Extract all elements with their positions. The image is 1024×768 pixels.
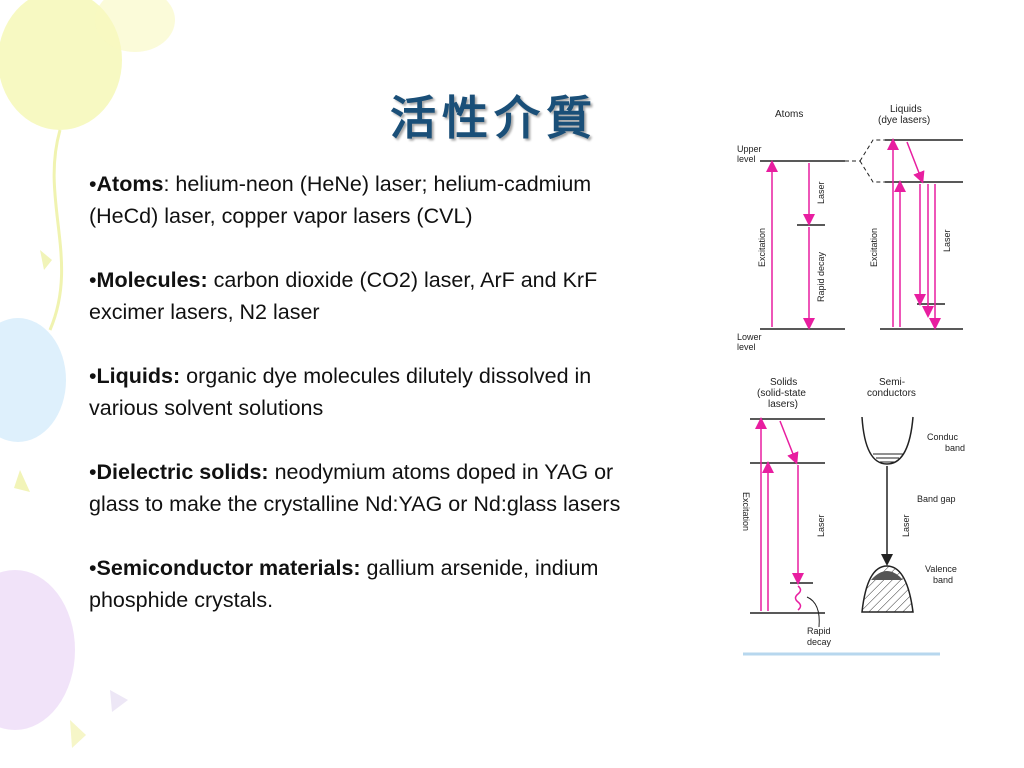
valence-label-2: band	[933, 575, 953, 585]
confetti-1	[40, 250, 52, 270]
atoms-decay-label: Rapid decay	[816, 251, 826, 302]
bullet-label: Atoms	[96, 172, 164, 196]
bullet-text: neodymium atoms doped in YAG or glass to…	[89, 460, 621, 516]
bullet-label: Liquids:	[96, 364, 181, 388]
bullet-list: •Atoms: helium-neon (HeNe) laser; helium…	[89, 168, 649, 648]
bullet-marker: •	[89, 556, 97, 580]
atoms-lower-label-2: level	[737, 342, 756, 352]
balloon-yellow-2	[95, 0, 175, 52]
semi-title-1: Semi-	[879, 377, 905, 388]
bullet-text: gallium arsenide, indium phosphide cryst…	[89, 556, 599, 612]
bullet-text: helium-neon (HeNe) laser; helium-cadmium…	[89, 172, 592, 228]
liquids-panel: Liquids (dye lasers) Excitation Laser	[859, 104, 963, 330]
atoms-upper-label-1: Upper	[737, 144, 762, 154]
balloon-yellow	[0, 0, 122, 130]
semi-title-2: conductors	[867, 388, 916, 399]
bullet-marker: •	[89, 364, 97, 388]
bullet-separator: :	[163, 172, 170, 196]
liquids-title-2: (dye lasers)	[878, 115, 930, 126]
solids-laser-label: Laser	[816, 514, 826, 537]
liquids-relax-arrow	[906, 141, 925, 184]
conduction-band-curve	[861, 416, 914, 465]
liquids-title-1: Liquids	[890, 104, 922, 115]
balloon-string	[48, 129, 64, 331]
bullet-marker: •	[89, 268, 97, 292]
atoms-laser-label: Laser	[816, 181, 826, 204]
solids-rapid-label-1: Rapid	[807, 626, 831, 636]
solids-relax-arrow	[779, 420, 799, 465]
confetti-2	[70, 720, 86, 748]
bullet-item: •Atoms: helium-neon (HeNe) laser; helium…	[89, 168, 649, 232]
bullet-item: •Liquids: organic dye molecules dilutely…	[89, 360, 649, 424]
conduction-label-1: Conduc	[927, 432, 959, 442]
bullet-marker: •	[89, 172, 97, 196]
liquids-dashed-funnel-2	[859, 160, 885, 183]
solids-decay-wiggle	[794, 585, 802, 611]
valence-label-1: Valence	[925, 564, 957, 574]
balloon-purple	[0, 570, 75, 730]
solids-title-2: (solid-state	[757, 388, 806, 399]
slide-title: 活性介質	[390, 91, 598, 145]
atoms-excitation-label: Excitation	[757, 228, 767, 267]
confetti-4	[110, 690, 128, 712]
bullet-text: carbon dioxide (CO2) laser, ArF and KrF …	[89, 268, 598, 324]
bullet-item: •Dielectric solids: neodymium atoms dope…	[89, 456, 649, 520]
atoms-lower-label-1: Lower	[737, 332, 762, 342]
valence-band-cap	[871, 571, 903, 580]
semi-laser-label: Laser	[901, 514, 911, 537]
bullet-item: •Semiconductor materials: gallium arseni…	[89, 552, 649, 616]
bullet-label: Dielectric solids:	[96, 460, 269, 484]
solids-panel: Solids (solid-state lasers) Excitation L…	[741, 377, 832, 647]
semiconductors-panel: Semi- conductors Conduc band Band gap La…	[861, 377, 965, 613]
solids-decay-pointer	[806, 596, 820, 628]
solids-excitation-label: Excitation	[741, 492, 751, 531]
conduction-label-2: band	[945, 443, 965, 453]
liquids-dashed-funnel	[859, 139, 885, 162]
atoms-title: Atoms	[775, 109, 803, 120]
energy-level-svg: Atoms Upper level Lower level Excitation…	[735, 92, 965, 657]
balloon-blue	[0, 318, 66, 442]
bullet-marker: •	[89, 460, 97, 484]
confetti-3	[14, 470, 30, 492]
solids-title-1: Solids	[770, 377, 797, 388]
bullet-item: •Molecules: carbon dioxide (CO2) laser, …	[89, 264, 649, 328]
liquids-laser-label: Laser	[942, 229, 952, 252]
bullet-label: Semiconductor materials:	[96, 556, 361, 580]
energy-level-diagram: Atoms Upper level Lower level Excitation…	[735, 92, 970, 657]
band-gap-label: Band gap	[917, 494, 956, 504]
atoms-panel: Atoms Upper level Lower level Excitation…	[737, 109, 860, 352]
solids-title-3: lasers)	[768, 399, 798, 410]
bullet-text: organic dye molecules dilutely dissolved…	[89, 364, 592, 420]
bullet-label: Molecules:	[96, 268, 208, 292]
atoms-upper-label-2: level	[737, 154, 756, 164]
liquids-excitation-label: Excitation	[869, 228, 879, 267]
solids-rapid-label-2: decay	[807, 637, 832, 647]
